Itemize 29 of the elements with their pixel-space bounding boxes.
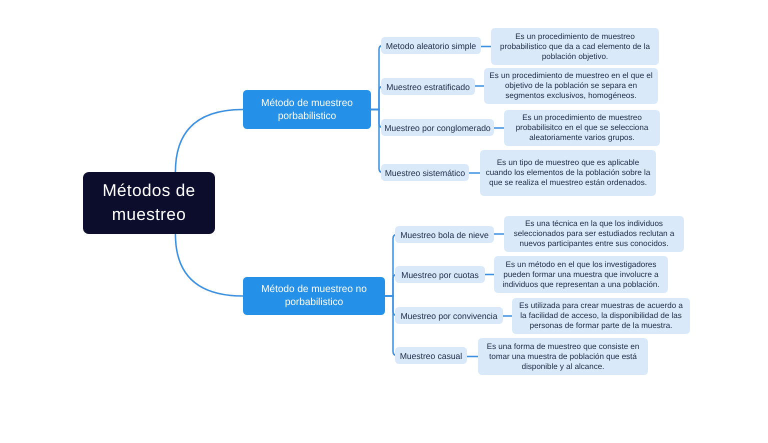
connector-line	[503, 315, 512, 317]
connector-line	[494, 127, 504, 129]
subtopic-box: Muestreo por cuotas	[395, 266, 485, 283]
subtopic-box: Muestreo bola de nieve	[395, 226, 494, 243]
description-box: Es un procedimiento de muestreo probabilisitco en el que se selecciona aleatoriamente varios grupos.	[504, 110, 660, 146]
connector-line	[481, 46, 491, 48]
connector-line	[174, 108, 244, 172]
connector-line	[469, 172, 480, 174]
connector-line	[467, 356, 478, 358]
subtopic-box: Metodo aleatorio simple	[381, 37, 481, 54]
description-box: Es una forma de muestreo que consiste en tomar una muestra de población que está disponible y al alcance.	[478, 338, 648, 375]
branch-topic-box: Método de muestreo porbabilistico	[243, 90, 371, 129]
subtopic-box: Muestreo estratificado	[381, 78, 475, 95]
connector-line	[485, 274, 494, 276]
subtopic-box: Muestreo casual	[395, 347, 467, 364]
description-box: Es un procedimiento de muestreo probabilistico que da a cad elemento de la población objetivo.	[491, 28, 659, 65]
subtopic-box: Muestreo por conglomerado	[381, 119, 494, 136]
description-box: Es utilizada para crear muestras de acuerdo a la facilidad de acceso, la disponibilidad de las personas de formar parte de la muestra.	[512, 298, 690, 334]
connector-line	[475, 85, 484, 87]
connector-line	[174, 234, 244, 297]
root-topic-box: Métodos de muestreo	[83, 172, 215, 234]
description-box: Es una técnica en la que los individuos seleccionados para ser estudiados reclutan a nuevos participantes entre sus conocidos.	[504, 216, 684, 252]
subtopic-box: Muestreo sistemático	[381, 164, 469, 181]
description-box: Es un procedimiento de muestreo en el que el objetivo de la población se separa en segmentos exclusivos, homogéneos.	[484, 68, 658, 104]
connector-line	[494, 233, 504, 235]
branch-topic-box: Método de muestreo no porbabilistico	[243, 277, 385, 315]
subtopic-box: Muestreo por convivencia	[395, 307, 503, 324]
description-box: Es un tipo de muestreo que es aplicable cuando los elementos de la población sobre la que se realiza el muestreo están ordenados.	[480, 150, 656, 196]
description-box: Es un método en el que los investigadores pueden formar una muestra que involucre a individuos que representan a una población.	[494, 256, 668, 293]
